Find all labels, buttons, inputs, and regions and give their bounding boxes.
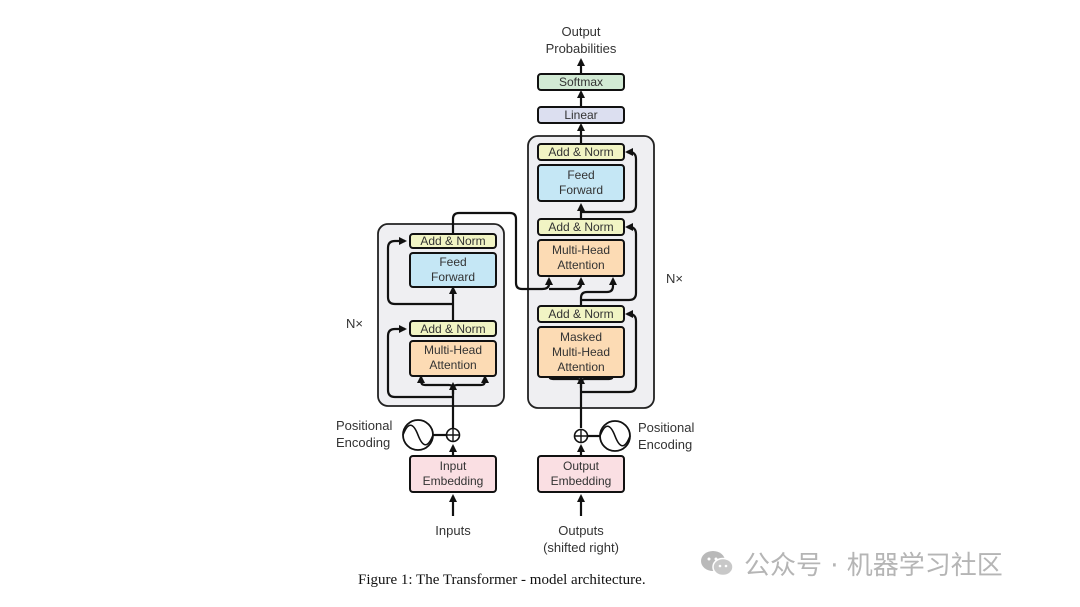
encoder-positional-label-1: Positional — [336, 418, 392, 433]
output-probabilities-label-2: Probabilities — [546, 41, 617, 56]
output-embedding-label-2: Embedding — [551, 474, 612, 488]
softmax-block — [537, 73, 625, 91]
masked-attention-label-2: Multi-Head — [552, 345, 610, 359]
decoder-repeat-label: N× — [666, 271, 683, 286]
encoder-positional-label-2: Encoding — [336, 435, 390, 450]
encoder-add-norm-bottom-label: Add & Norm — [420, 322, 485, 336]
decoder-add-norm-bottom-label: Add & Norm — [548, 307, 613, 321]
decoder-cross-attention — [537, 239, 625, 277]
encoder-add-norm-top-label: Add & Norm — [420, 234, 485, 248]
input-embedding — [409, 455, 497, 493]
output-probabilities-label-1: Output — [561, 24, 600, 39]
linear-label: Linear — [564, 108, 597, 122]
decoder-add-norm-mid — [537, 218, 625, 236]
decoder-add-norm-mid-label: Add & Norm — [548, 220, 613, 234]
outputs-label-1: Outputs — [558, 523, 604, 538]
encoder-feed-forward-label-2: Forward — [431, 270, 475, 284]
encoder-attention-label-1: Multi-Head — [424, 343, 482, 357]
wechat-icon — [700, 549, 736, 579]
masked-attention-label-3: Attention — [557, 360, 604, 374]
decoder-add-norm-top — [537, 143, 625, 161]
encoder-attention — [409, 340, 497, 377]
decoder-feed-forward — [537, 164, 625, 202]
outputs-label-2: (shifted right) — [543, 540, 619, 555]
encoder-add-norm-bottom — [409, 320, 497, 337]
input-embedding-label-2: Embedding — [423, 474, 484, 488]
masked-attention-label-1: Masked — [560, 330, 602, 344]
encoder-repeat-label: N× — [346, 316, 363, 331]
encoder-attention-label-2: Attention — [429, 358, 476, 372]
inputs-label: Inputs — [435, 523, 471, 538]
encoder-add-norm-top — [409, 233, 497, 249]
decoder-cross-attention-label-1: Multi-Head — [552, 243, 610, 257]
decoder-feed-forward-label-2: Forward — [559, 183, 603, 197]
decoder-feed-forward-label-1: Feed — [567, 168, 594, 182]
softmax-label: Softmax — [559, 75, 603, 89]
decoder-cross-attention-label-2: Attention — [557, 258, 604, 272]
watermark-text: 公众号 · 机器学习社区 — [744, 551, 1003, 581]
decoder-add-norm-top-label: Add & Norm — [548, 145, 613, 159]
decoder-add-norm-bottom — [537, 305, 625, 323]
figure-caption: Figure 1: The Transformer - model archit… — [358, 572, 646, 588]
input-embedding-label-1: Input — [440, 459, 467, 473]
output-embedding-label-1: Output — [563, 459, 600, 473]
decoder-positional-label-2: Encoding — [638, 437, 692, 452]
decoder-masked-attention — [537, 326, 625, 378]
watermark: 公众号 · 机器学习社区 — [700, 545, 1003, 582]
output-embedding — [537, 455, 625, 493]
decoder-positional-label-1: Positional — [638, 420, 694, 435]
linear-block — [537, 106, 625, 124]
encoder-feed-forward — [409, 252, 497, 288]
encoder-feed-forward-label-1: Feed — [439, 255, 466, 269]
